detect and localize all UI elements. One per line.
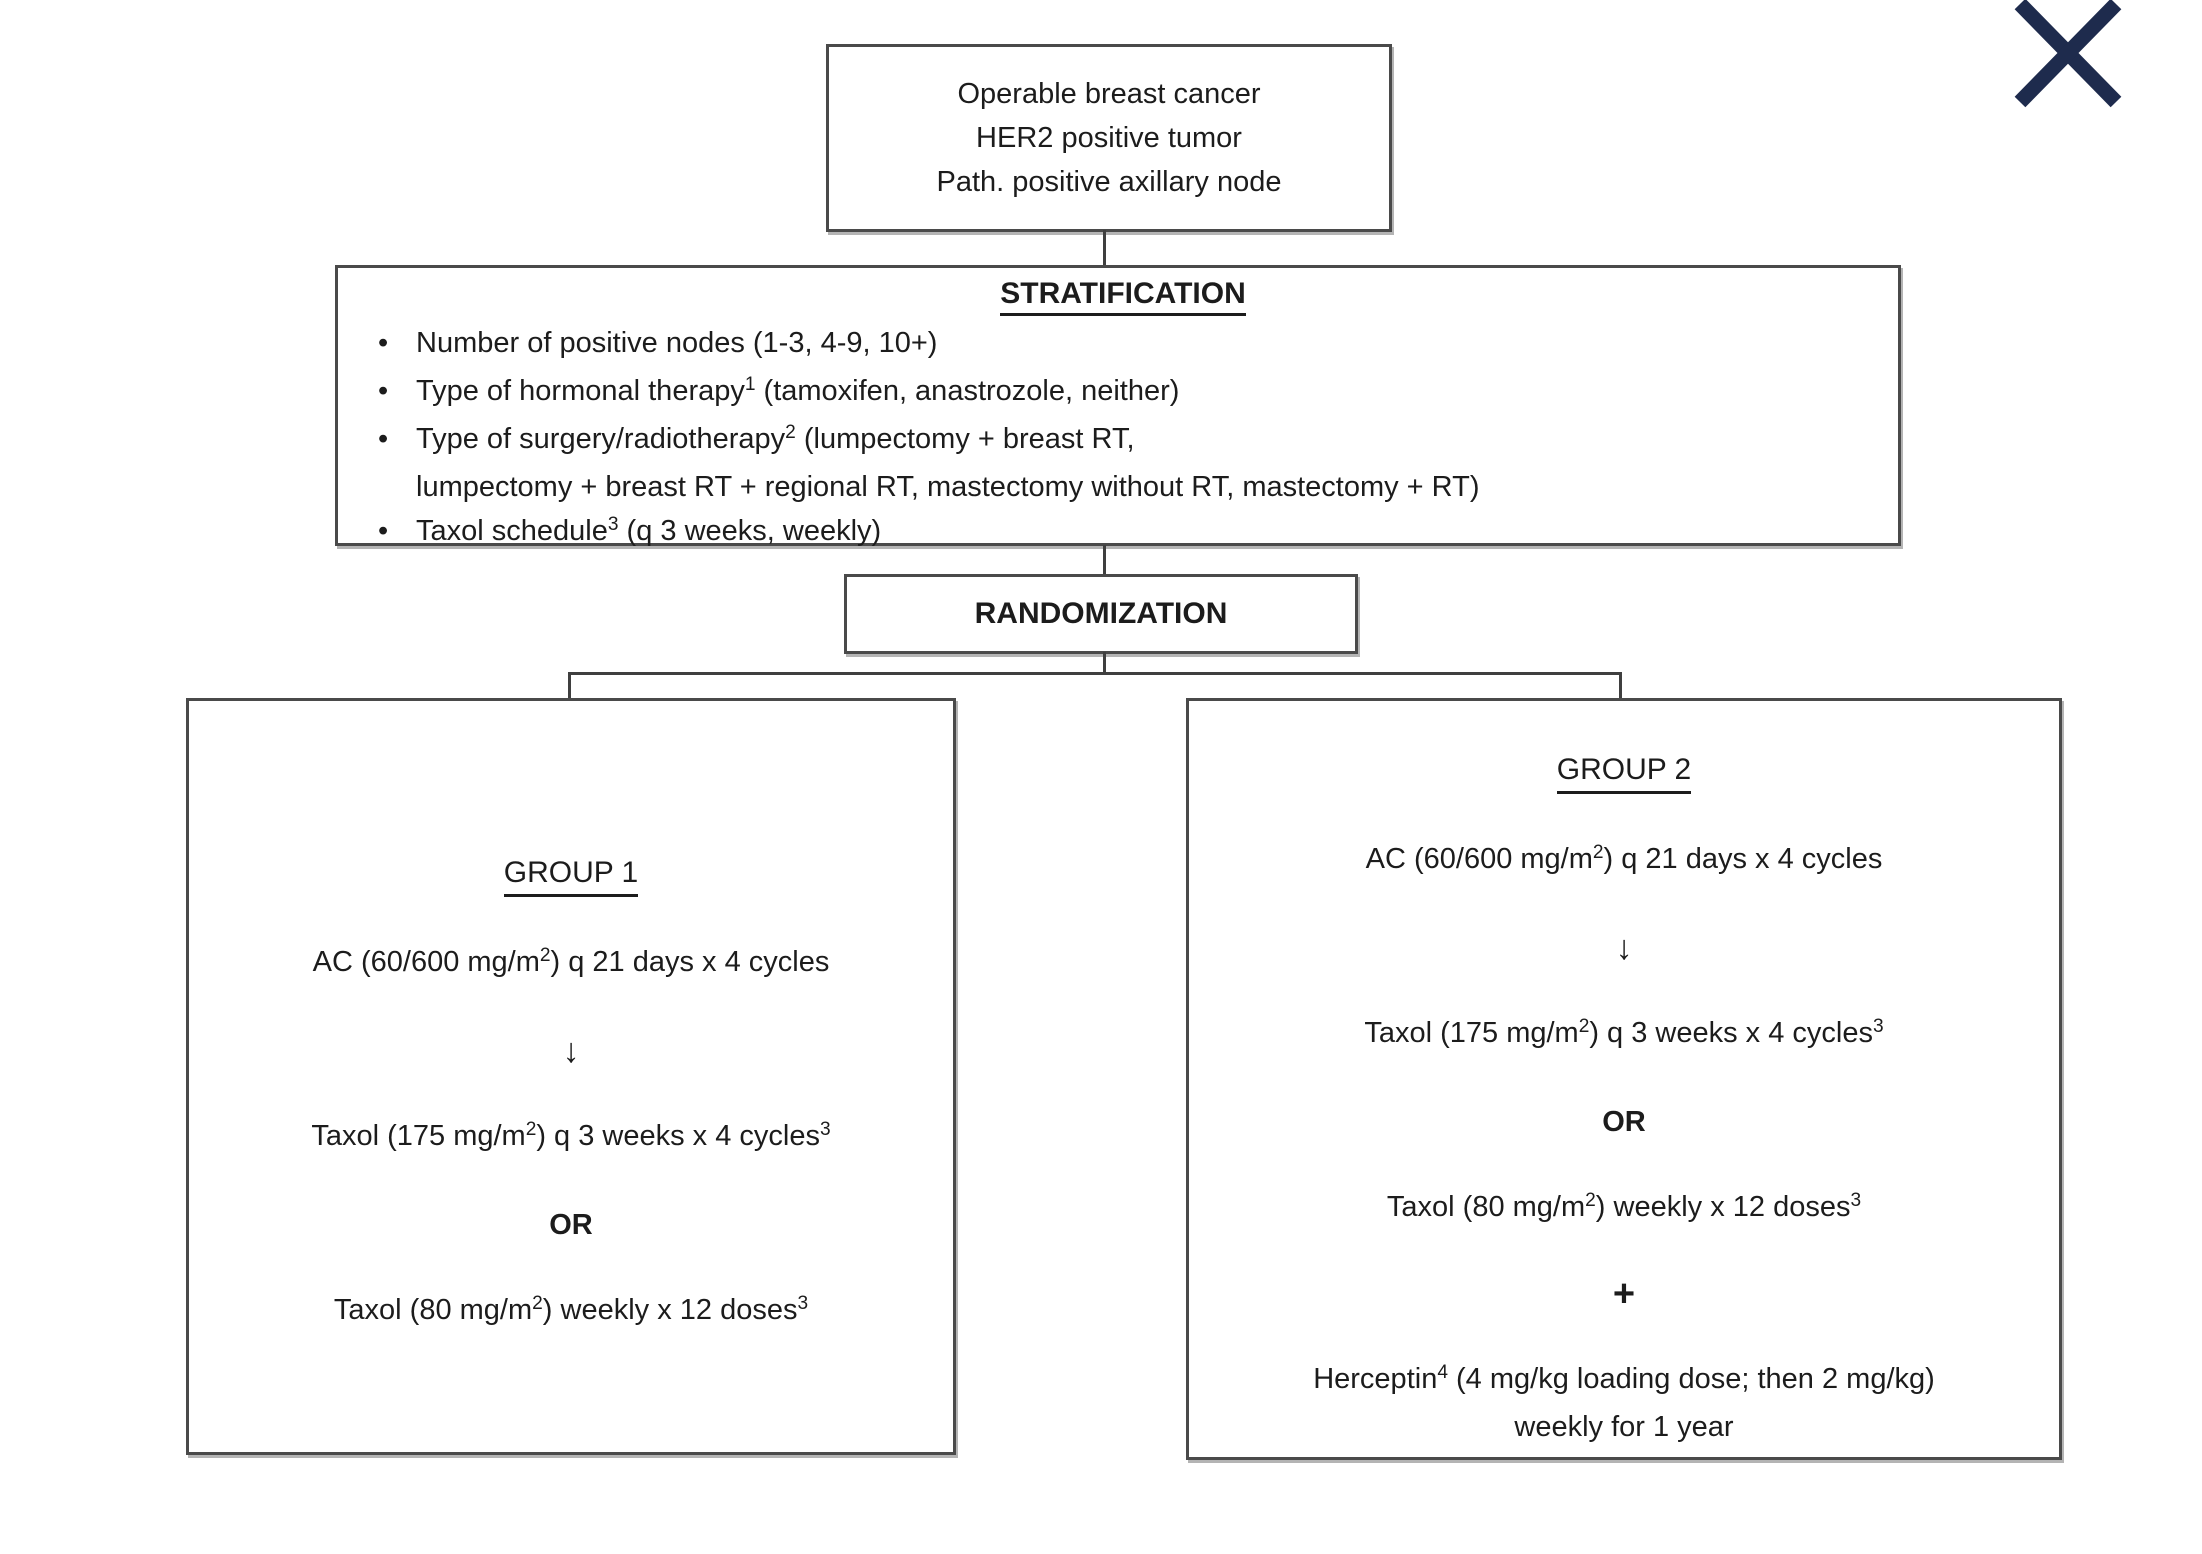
connector-top — [1103, 230, 1106, 267]
stratification-item-text: Number of positive nodes (1-3, 4-9, 10+) — [416, 327, 938, 359]
randomization-title: RANDOMIZATION — [974, 597, 1228, 630]
group2-taxol-q3w-line: Taxol (175 mg/m2) q 3 weeks x 4 cycles3 — [1364, 1016, 1884, 1049]
stratification-title: STRATIFICATION — [1000, 276, 1246, 316]
group2-title-row: GROUP 2 — [1189, 750, 2059, 794]
randomization-box: RANDOMIZATION — [844, 574, 1358, 654]
plus-icon: + — [1612, 1273, 1636, 1315]
group1-title: GROUP 1 — [503, 853, 639, 897]
group2-ac-line: AC (60/600 mg/m2) q 21 days x 4 cycles — [1365, 842, 1883, 875]
group2-herceptin-line2: weekly for 1 year — [1514, 1411, 1734, 1443]
stratification-list: • Number of positive nodes (1-3, 4-9, 10… — [368, 321, 1878, 557]
group2-or-label: OR — [1602, 1106, 1646, 1138]
group1-taxol-q3w-line: Taxol (175 mg/m2) q 3 weeks x 4 cycles3 — [311, 1119, 831, 1152]
bullet-icon: • — [378, 327, 389, 359]
bullet-icon: • — [378, 423, 389, 455]
bullet-icon: • — [378, 375, 389, 407]
connector-rand-stem — [1103, 652, 1106, 675]
group1-ac-line: AC (60/600 mg/m2) q 21 days x 4 cycles — [312, 945, 830, 978]
group2-herceptin-line1: Herceptin4 (4 mg/kg loading dose; then 2… — [1313, 1362, 1935, 1395]
stratification-item-text: Type of hormonal therapy1 (tamoxifen, an… — [416, 374, 1180, 407]
down-arrow-icon: ↓ — [1615, 929, 1633, 967]
group1-title-row: GROUP 1 — [189, 853, 953, 897]
group2-title: GROUP 2 — [1556, 750, 1692, 794]
stratification-title-row: STRATIFICATION — [368, 276, 1878, 316]
stratification-item: • Type of hormonal therapy1 (tamoxifen, … — [368, 369, 1878, 417]
stratification-item-text: Type of surgery/radiotherapy2 (lumpectom… — [416, 417, 1878, 509]
eligibility-box: Operable breast cancer HER2 positive tum… — [826, 44, 1392, 232]
stratification-box: STRATIFICATION • Number of positive node… — [335, 265, 1901, 547]
branch-left-line — [568, 672, 571, 700]
stratification-item: • Type of surgery/radiotherapy2 (lumpect… — [368, 417, 1878, 509]
stratification-item-wrap-line: lumpectomy + breast RT + regional RT, ma… — [416, 471, 1480, 503]
eligibility-line: HER2 positive tumor — [976, 122, 1242, 154]
stratification-item-text: Taxol schedule3 (q 3 weeks, weekly) — [416, 514, 882, 547]
eligibility-line: Operable breast cancer — [957, 78, 1261, 110]
group1-taxol-weekly-line: Taxol (80 mg/m2) weekly x 12 doses3 — [333, 1293, 809, 1326]
group1-or-label: OR — [549, 1209, 593, 1241]
stratification-item: • Taxol schedule3 (q 3 weeks, weekly) — [368, 509, 1878, 557]
group2-taxol-weekly-line: Taxol (80 mg/m2) weekly x 12 doses3 — [1386, 1190, 1862, 1223]
group2-herceptin-line: Herceptin4 (4 mg/kg loading dose; then 2… — [1189, 1357, 2059, 1449]
branch-right-line — [1619, 672, 1622, 700]
group2-box: GROUP 2 AC (60/600 mg/m2) q 21 days x 4 … — [1186, 698, 2062, 1460]
branch-horizontal-line — [568, 672, 1622, 675]
connector-strat-rand — [1103, 545, 1106, 576]
close-button[interactable] — [2007, 0, 2129, 112]
eligibility-line: Path. positive axillary node — [936, 166, 1282, 198]
close-icon — [2014, 0, 2122, 108]
down-arrow-icon: ↓ — [562, 1032, 580, 1070]
group1-box: GROUP 1 AC (60/600 mg/m2) q 21 days x 4 … — [186, 698, 956, 1455]
stratification-item: • Number of positive nodes (1-3, 4-9, 10… — [368, 321, 1878, 369]
bullet-icon: • — [378, 515, 389, 547]
